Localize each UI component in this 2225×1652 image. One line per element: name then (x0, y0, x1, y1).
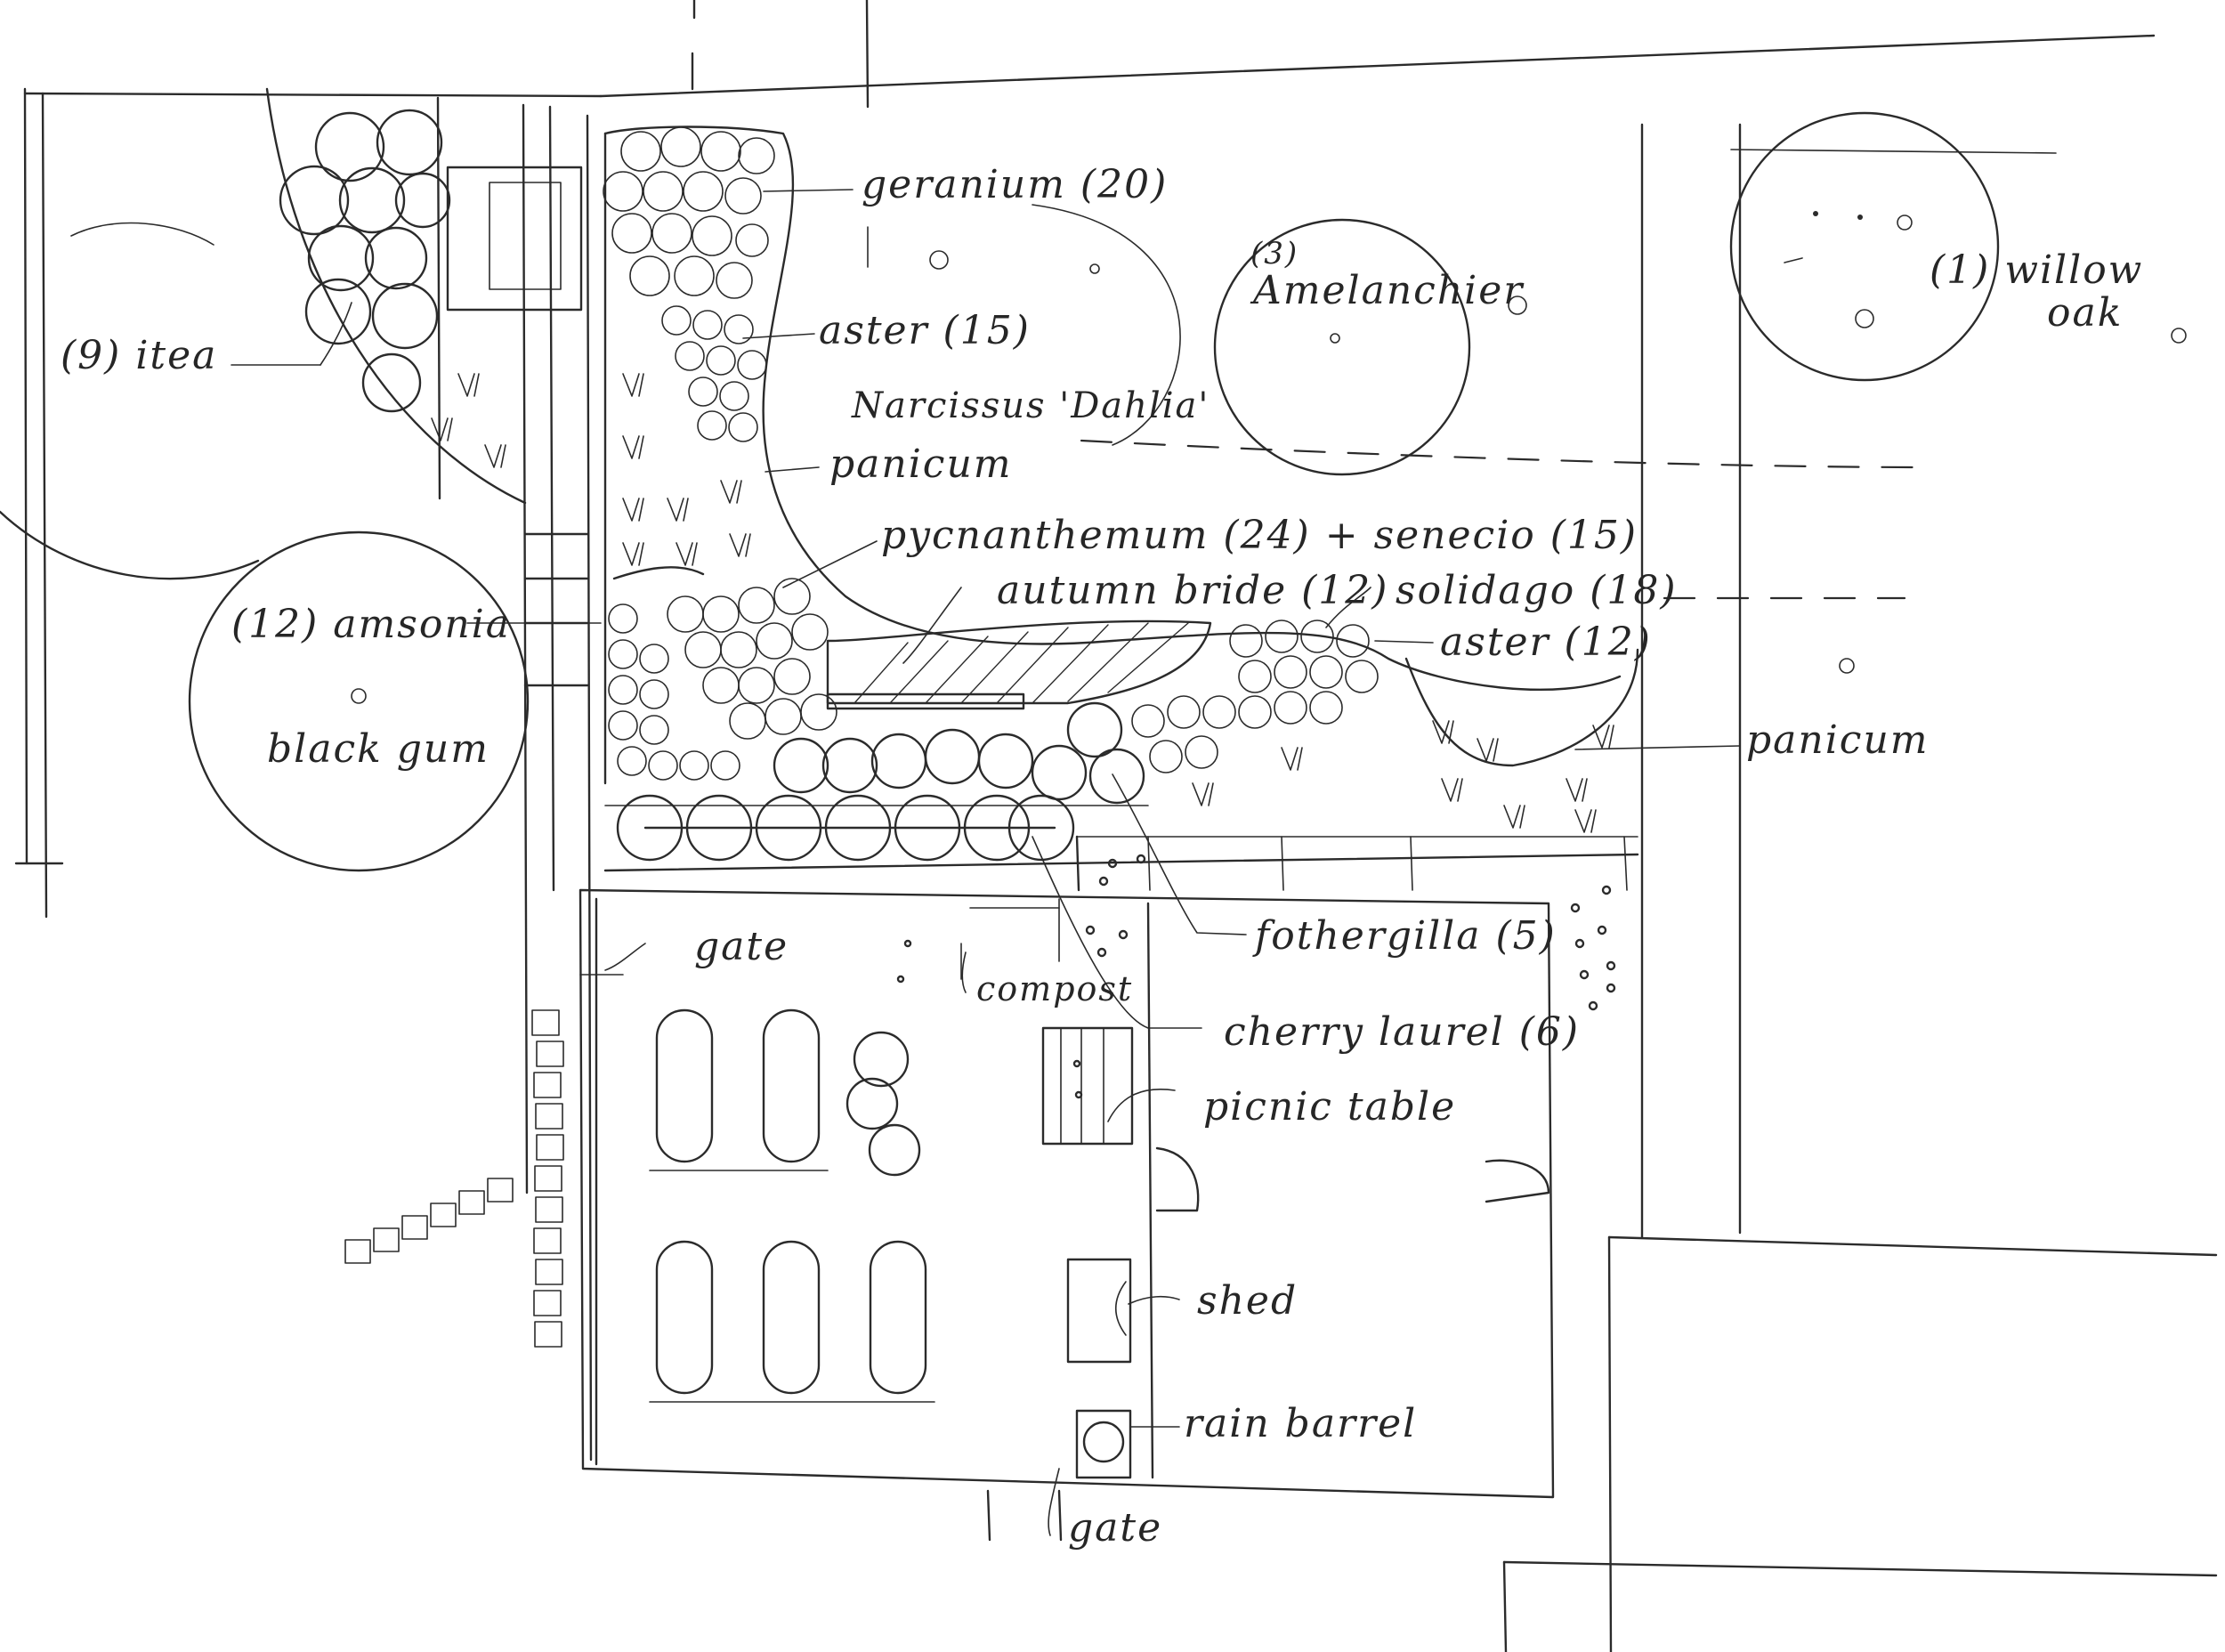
autumn-bride-bed (826, 620, 1212, 710)
tree-markers (351, 211, 2187, 704)
backyard-enclosure (578, 888, 1555, 1542)
amsonia-column (608, 603, 740, 781)
label-shed: shed (1197, 1278, 1299, 1324)
label-narcissus-dahlia: Narcissus 'Dahlia' (852, 385, 1210, 426)
label-black-gum: black gum (267, 726, 490, 772)
fence-lines (603, 835, 1639, 892)
dashed-lines (1080, 439, 1933, 600)
solidago-cluster (1131, 620, 1379, 773)
label-fothergilla: fothergilla (5) (1255, 913, 1557, 959)
label-aster-top: aster (15) (819, 308, 1031, 353)
doors (1155, 1146, 1550, 1212)
label-willow-oak-2: oak (2047, 290, 2124, 336)
panicum-tufts (431, 373, 1614, 833)
label-itea: (9) itea (61, 333, 218, 378)
label-aster-right: aster (12) (1440, 620, 1652, 665)
willow-oak-canopy (1729, 111, 2000, 382)
label-rain-barrel: rain barrel (1184, 1401, 1418, 1446)
leader-lines (231, 189, 1803, 1536)
aster-cluster-top (661, 305, 767, 442)
geranium-cluster (603, 126, 775, 299)
itea-shrubs (279, 109, 451, 413)
property-lines (14, 0, 2218, 1652)
raised-beds (649, 1008, 935, 1403)
shrub-row (604, 701, 1149, 862)
label-picnic-table: picnic table (1203, 1084, 1457, 1130)
rain-barrel (1075, 1409, 1132, 1479)
stepping-stones (344, 1009, 564, 1348)
gravel-dots (896, 854, 1616, 1099)
label-willow-oak: (1) willow (1930, 247, 2144, 293)
label-solidago: solidago (18) (1396, 568, 1678, 613)
label-panicum-top: panicum (829, 441, 1013, 487)
label-gate-top: gate (694, 924, 789, 969)
label-compost: compost (976, 969, 1134, 1008)
label-amelanchier-count: (3) (1250, 236, 1299, 271)
black-gum-canopy (188, 530, 530, 872)
label-panicum-right: panicum (1746, 717, 1930, 763)
picnic-table (1041, 1026, 1134, 1146)
trees (0, 87, 2057, 872)
label-pycnanthemum: pycnanthemum (24) + senecio (15) (881, 513, 1638, 558)
label-amsonia: (12) amsonia (231, 602, 511, 647)
shed (1066, 1258, 1132, 1364)
label-amelanchier: Amelanchier (1253, 268, 1525, 313)
amelanchier-canopy (1213, 218, 1471, 476)
label-gate-bottom: gate (1068, 1505, 1163, 1551)
label-geranium: geranium (20) (862, 162, 1169, 207)
planting-bed (603, 126, 1639, 785)
compost-bins (846, 1031, 921, 1177)
label-autumn-bride: autumn bride (12) (997, 568, 1389, 613)
pycnanthemum-cluster (667, 578, 837, 740)
label-cherry-laurel: cherry laurel (6) (1224, 1009, 1581, 1055)
